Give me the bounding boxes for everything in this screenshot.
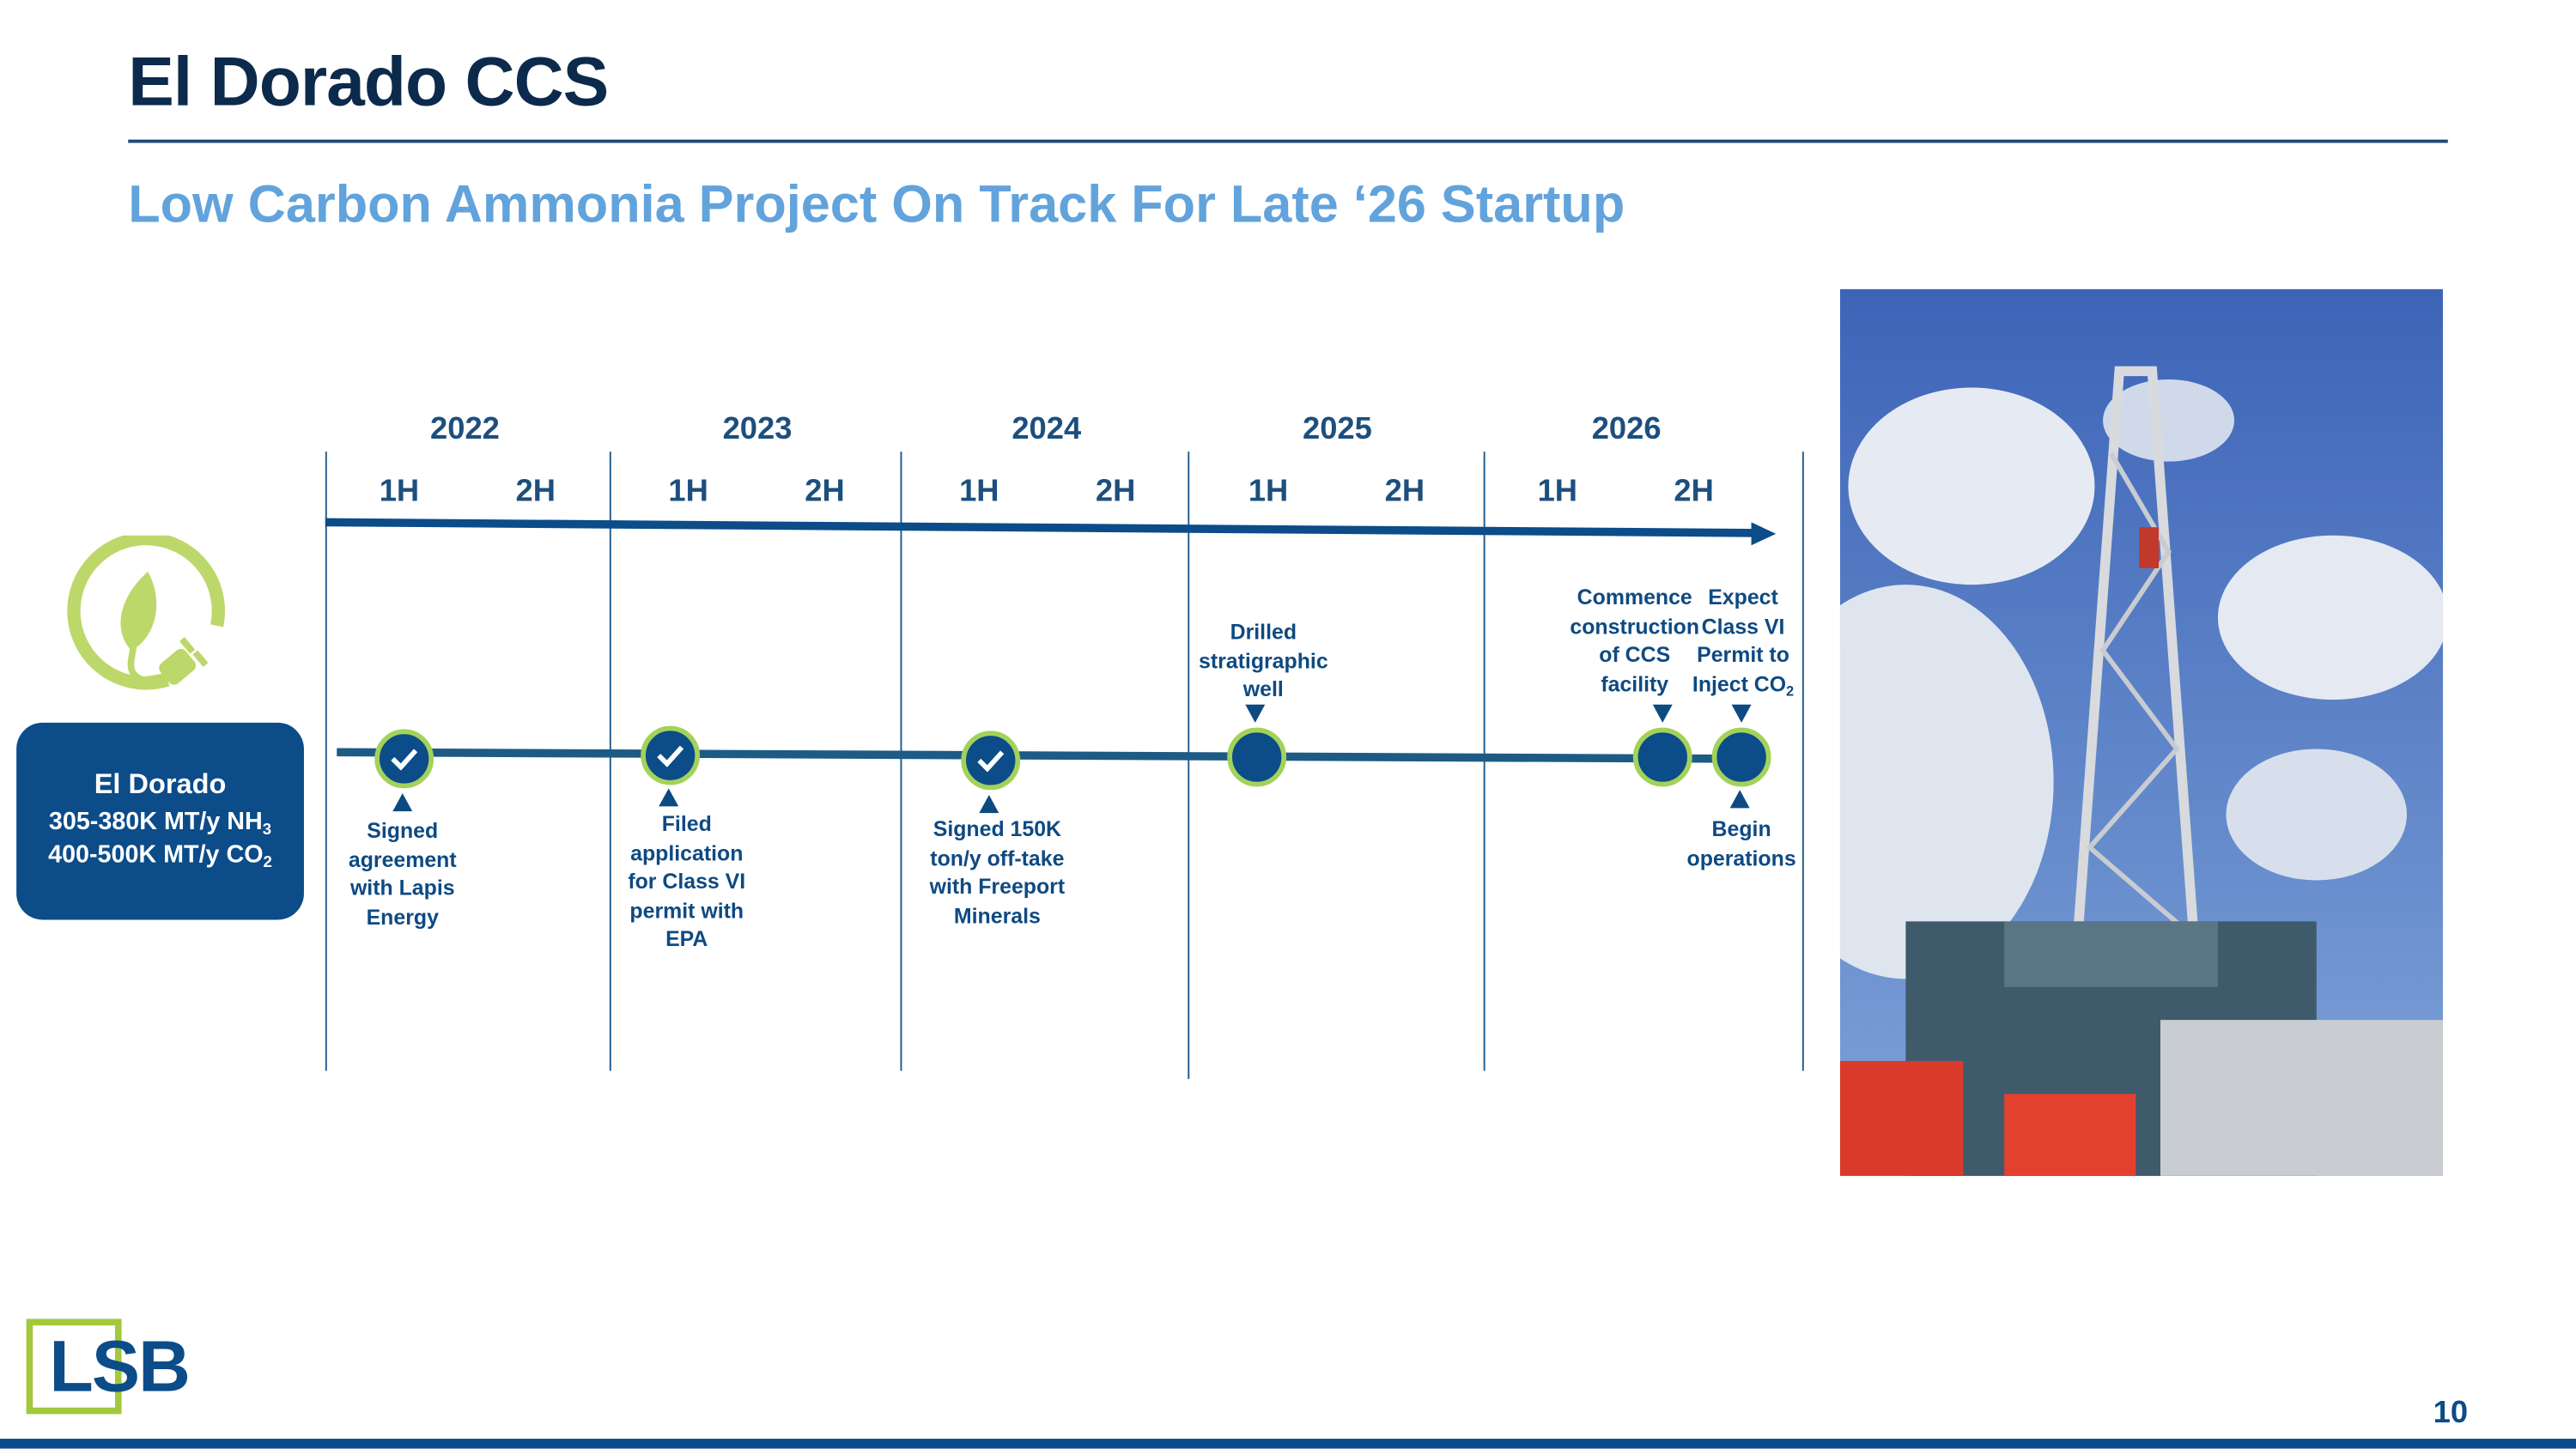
pointer-up-icon bbox=[979, 795, 999, 814]
half-label: 2H bbox=[1095, 474, 1136, 510]
year-label: 2025 bbox=[1302, 412, 1372, 447]
time-arrow-line bbox=[325, 518, 1755, 537]
pointer-up-icon bbox=[659, 788, 679, 807]
page-subtitle: Low Carbon Ammonia Project On Track For … bbox=[128, 173, 1625, 233]
project-name: El Dorado bbox=[94, 768, 227, 800]
milestone-upcoming bbox=[1632, 727, 1692, 787]
milestone-label: Expect Class VI Permit to Inject CO2 bbox=[1692, 585, 1795, 699]
pointer-down-icon bbox=[1245, 704, 1266, 723]
half-label: 1H bbox=[668, 474, 708, 510]
half-label: 1H bbox=[959, 474, 999, 510]
half-label: 2H bbox=[1674, 474, 1714, 510]
year-label: 2024 bbox=[1012, 412, 1082, 447]
checkmark-icon bbox=[977, 750, 1005, 773]
half-label: 2H bbox=[805, 474, 845, 510]
year-label: 2022 bbox=[430, 412, 500, 447]
checkmark-icon bbox=[391, 749, 418, 771]
milestone-label: Begin operations bbox=[1686, 815, 1796, 870]
ammonia-capacity: 305-380K MT/y NH3 bbox=[48, 808, 272, 840]
year-divider bbox=[1801, 452, 1804, 1071]
milestone-line bbox=[337, 748, 1742, 763]
milestone-label: Signed 150K ton/y off-take with Freeport… bbox=[929, 815, 1066, 928]
lsb-logo-frame bbox=[26, 1319, 122, 1415]
milestone-complete bbox=[374, 729, 434, 789]
page-number: 10 bbox=[2433, 1396, 2469, 1431]
year-label: 2023 bbox=[722, 412, 793, 447]
lsb-logo: LSB bbox=[49, 1326, 191, 1408]
year-divider bbox=[900, 452, 902, 1071]
year-label: 2026 bbox=[1591, 412, 1662, 447]
year-divider bbox=[609, 452, 611, 1071]
arrowhead-icon bbox=[1751, 522, 1777, 546]
co2-capacity: 400-500K MT/y CO2 bbox=[48, 840, 272, 872]
milestone-upcoming bbox=[1227, 727, 1287, 787]
pointer-up-icon bbox=[1729, 790, 1750, 809]
drilling-rig-photo bbox=[1839, 288, 2444, 1176]
leaf-plug-icon bbox=[67, 535, 225, 690]
pointer-down-icon bbox=[1731, 704, 1752, 723]
project-summary-box: El Dorado 305-380K MT/y NH3 400-500K MT/… bbox=[16, 722, 304, 920]
page-title: El Dorado CCS bbox=[128, 42, 609, 120]
milestone-complete bbox=[961, 731, 1021, 791]
year-divider bbox=[1188, 452, 1190, 1080]
half-label: 2H bbox=[1384, 474, 1425, 510]
milestone-label: Signed agreement with Lapis Energy bbox=[348, 817, 457, 929]
year-divider bbox=[325, 452, 327, 1071]
milestone-label: Drilled stratigraphic well bbox=[1198, 619, 1328, 701]
pointer-up-icon bbox=[392, 793, 413, 812]
milestone-complete bbox=[641, 725, 701, 785]
title-divider bbox=[128, 139, 2448, 143]
footer-bar bbox=[0, 1439, 2576, 1449]
pointer-down-icon bbox=[1652, 704, 1673, 723]
milestone-label: Commence construction of CCS facility bbox=[1570, 585, 1700, 696]
milestone-upcoming bbox=[1711, 727, 1771, 787]
half-label: 1H bbox=[1537, 474, 1578, 510]
milestone-label: Filed application for Class VI permit wi… bbox=[628, 811, 746, 951]
half-label: 1H bbox=[379, 474, 420, 510]
half-label: 1H bbox=[1248, 474, 1289, 510]
checkmark-icon bbox=[657, 745, 684, 767]
half-label: 2H bbox=[515, 474, 556, 510]
